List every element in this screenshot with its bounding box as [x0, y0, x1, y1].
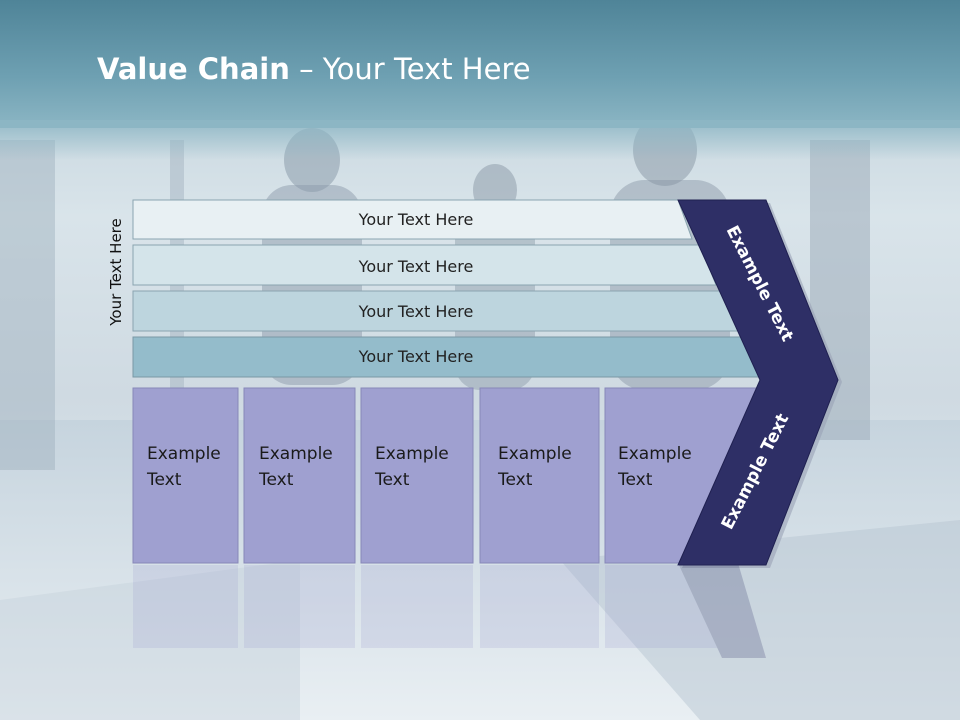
support-bar-2 [132, 244, 717, 286]
title-bold: Value Chain [97, 52, 290, 86]
primary-box-3 [360, 387, 474, 564]
primary-box-2-line1: Example [259, 444, 333, 464]
primary-box-5-line2: Text [617, 470, 653, 490]
primary-box-1 [132, 387, 239, 564]
primary-box-2-line2: Text [258, 470, 294, 490]
primary-box-3-line1: Example [375, 444, 449, 464]
header-band [0, 0, 960, 128]
primary-box-4-line2: Text [497, 470, 533, 490]
support-bar-1-label: Your Text Here [358, 210, 474, 229]
header-fade [0, 120, 960, 160]
support-bar-3-label: Your Text Here [358, 302, 474, 321]
primary-box-4 [479, 387, 600, 564]
reflection [133, 563, 766, 658]
title-rest: – Your Text Here [289, 52, 531, 86]
primary-box-4-line1: Example [498, 444, 572, 464]
support-bar-2-label: Your Text Here [358, 257, 474, 276]
primary-box-5-line1: Example [618, 444, 692, 464]
support-bar-1 [132, 199, 693, 240]
primary-box-3-line2: Text [374, 470, 410, 490]
margin-chevron [677, 199, 839, 566]
primary-box-2 [243, 387, 356, 564]
slide-title: Value Chain – Your Text Here [97, 52, 531, 86]
primary-box-1-line1: Example [147, 444, 221, 464]
support-bar-4-label: Your Text Here [358, 347, 474, 366]
primary-box-1-line2: Text [146, 470, 182, 490]
